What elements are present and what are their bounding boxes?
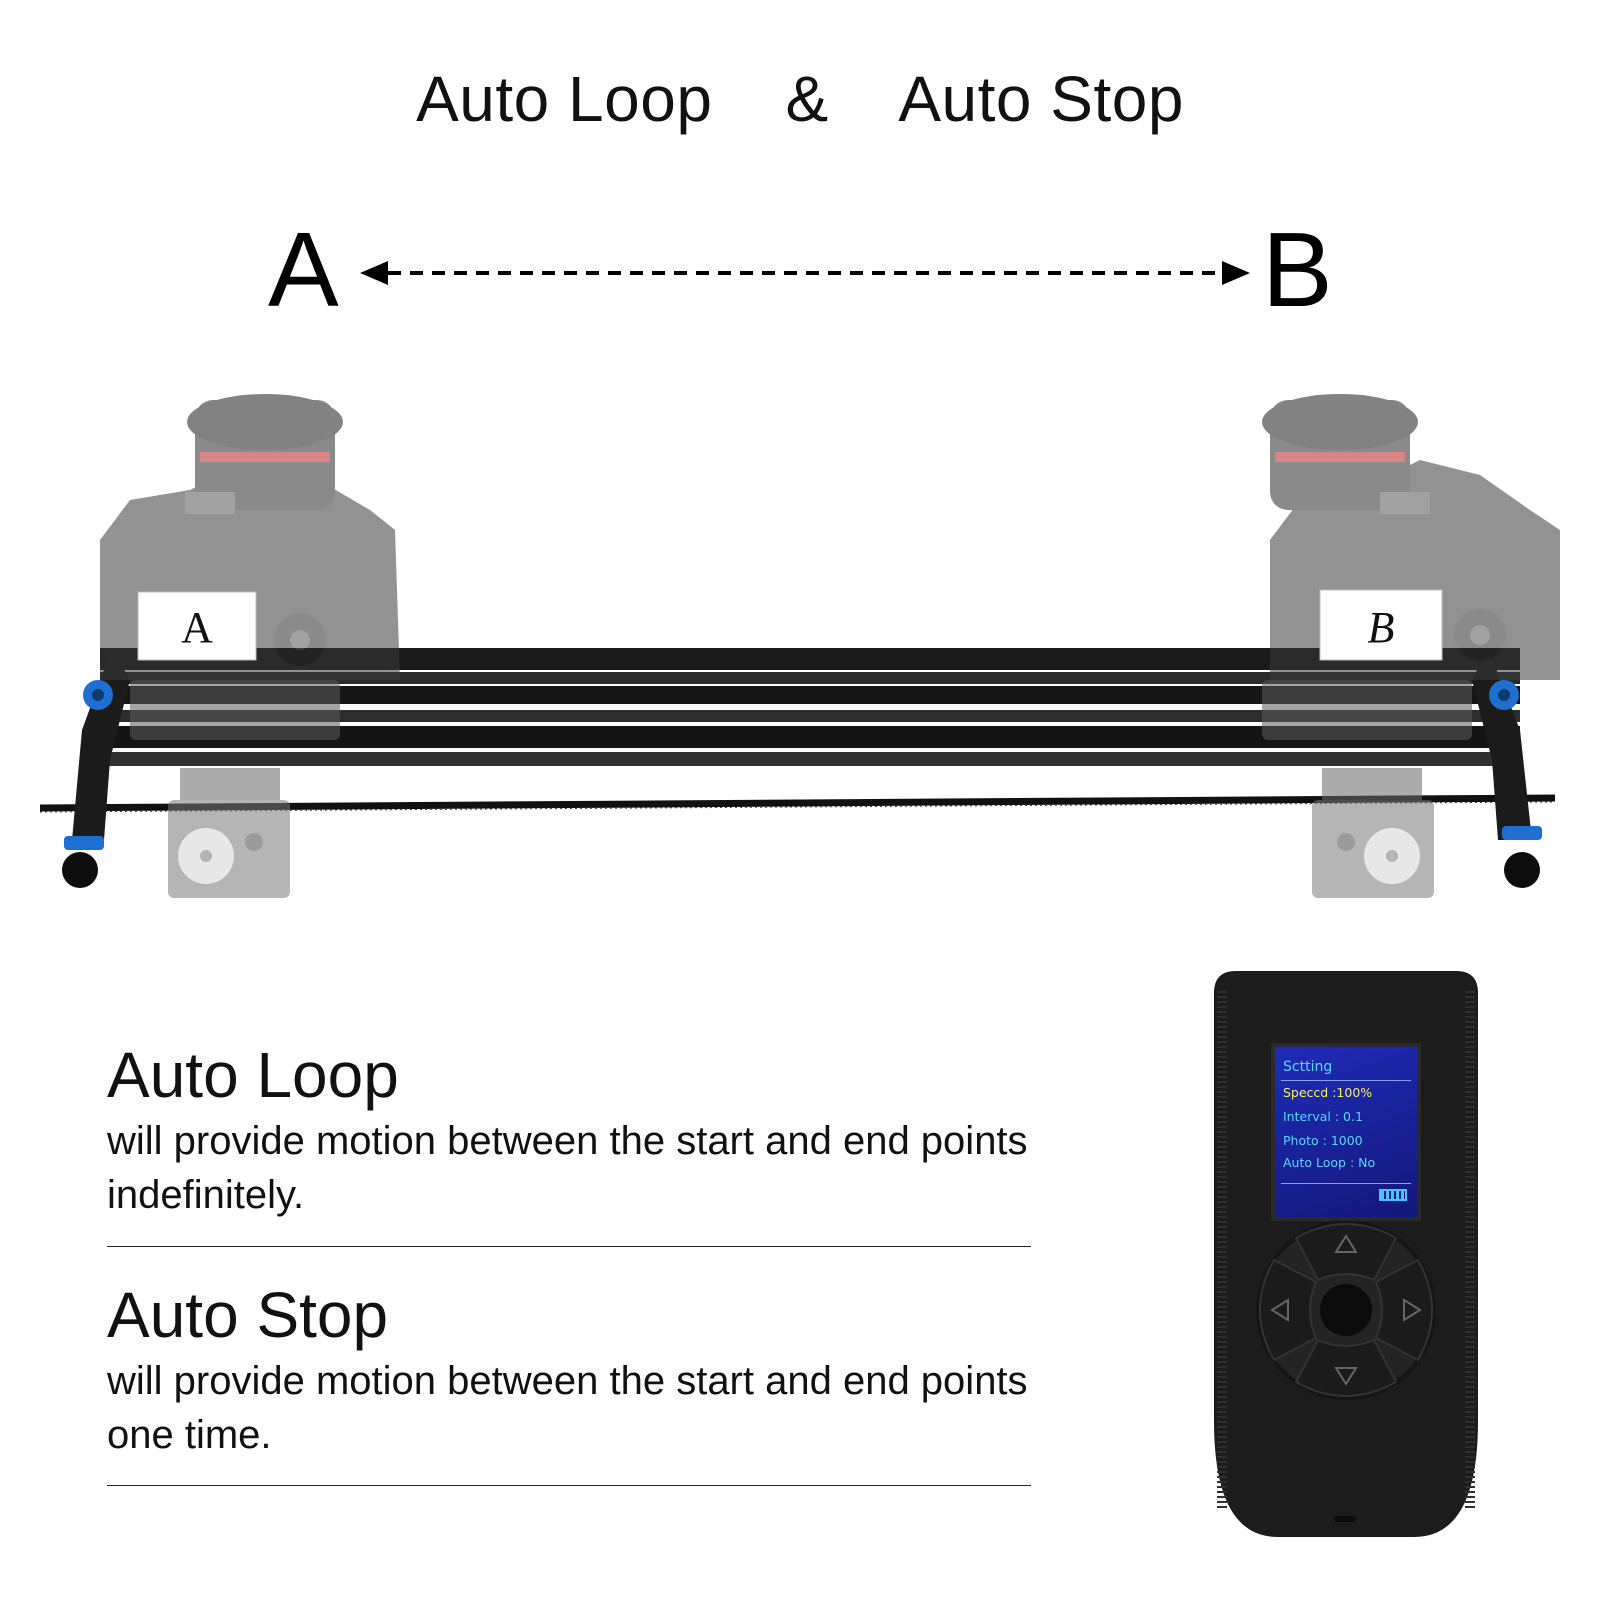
lcd-divider — [1281, 1080, 1411, 1081]
headline: Auto Loop & Auto Stop — [0, 62, 1600, 136]
usb-port — [1334, 1516, 1356, 1522]
double-arrow-icon — [360, 261, 1250, 285]
up-arrow-icon — [1334, 1234, 1358, 1253]
point-a-label: A — [268, 211, 339, 329]
lcd-row-speed: Speccd :100% — [1283, 1085, 1373, 1100]
camera-screen-a: A — [137, 591, 257, 661]
camera-screen-b: B — [1319, 589, 1443, 661]
divider — [107, 1485, 1031, 1486]
headline-auto-loop: Auto Loop — [416, 63, 713, 135]
auto-loop-title: Auto Loop — [107, 1039, 399, 1111]
headline-auto-stop: Auto Stop — [898, 63, 1184, 135]
lcd-row-photo: Photo : 1000 — [1283, 1133, 1363, 1148]
headline-ampersand: & — [785, 63, 829, 135]
left-end-plate — [62, 648, 130, 888]
camera-slider-illustration: A B — [39, 394, 1560, 898]
auto-loop-description: will provide motion between the start an… — [107, 1119, 1028, 1218]
camera-screen-b-text: B — [1368, 603, 1395, 652]
divider — [107, 1246, 1031, 1247]
remote-lcd-screen: Sctting Speccd :100% Interval : 0.1 Phot… — [1271, 1043, 1421, 1221]
lcd-row-auto-loop: Auto Loop : No — [1283, 1155, 1376, 1170]
remote-controller — [1214, 971, 1478, 1537]
down-arrow-icon — [1334, 1367, 1358, 1386]
right-end-plate — [1472, 648, 1542, 888]
auto-loop-section: Auto Loop will provide motion between th… — [107, 1040, 1037, 1222]
auto-stop-section: Auto Stop will provide motion between th… — [107, 1280, 1037, 1462]
auto-stop-description: will provide motion between the start an… — [107, 1359, 1028, 1458]
battery-icon — [1379, 1189, 1407, 1201]
right-arrow-icon — [1403, 1298, 1422, 1322]
slider-rails — [100, 648, 1520, 766]
lcd-title: Sctting — [1283, 1059, 1333, 1075]
left-arrow-icon — [1270, 1298, 1289, 1322]
auto-stop-title: Auto Stop — [107, 1279, 389, 1351]
lcd-divider — [1281, 1183, 1411, 1184]
point-b-label: B — [1262, 211, 1333, 329]
lcd-row-interval: Interval : 0.1 — [1283, 1109, 1363, 1124]
direction-pad — [1256, 1220, 1436, 1400]
timing-belt — [39, 794, 1556, 813]
camera-screen-a-text: A — [181, 603, 213, 652]
